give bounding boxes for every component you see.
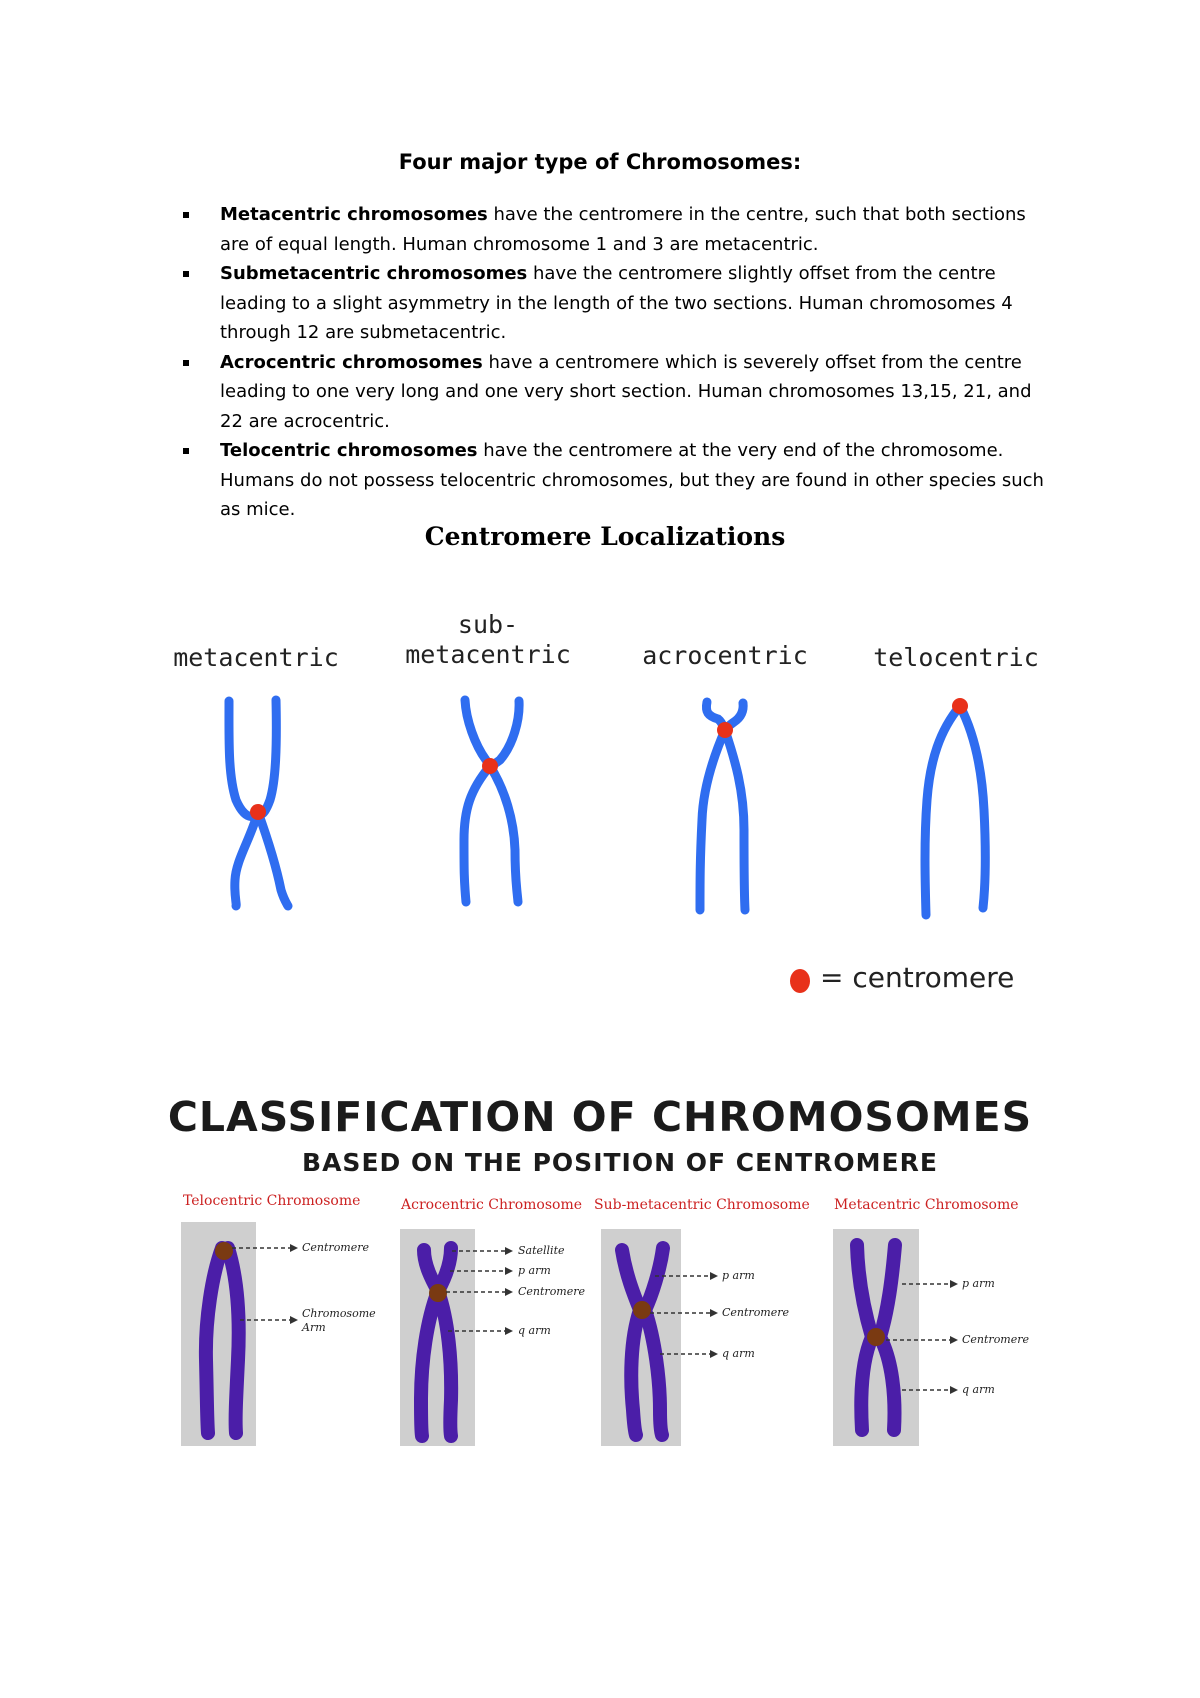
annotation-acrocentric-satellite: Satellite <box>518 1244 565 1257</box>
annotation-acrocentric-q-arm: q arm <box>518 1324 551 1337</box>
photo-telocentric-centromere <box>215 1242 233 1260</box>
annotation-telocentric-arm-line1: Chromosome <box>302 1307 376 1320</box>
annotation-submetacentric-q-arm: q arm <box>722 1347 755 1360</box>
photo-acrocentric-centromere <box>429 1284 447 1302</box>
annotation-metacentric-p-arm: p arm <box>962 1277 995 1290</box>
photo-telocentric-chromosome <box>206 1248 239 1433</box>
annotation-metacentric-q-arm: q arm <box>962 1383 995 1396</box>
photo-submetacentric-centromere <box>633 1301 651 1319</box>
annotation-metacentric-centromere: Centromere <box>962 1333 1029 1346</box>
annotation-acrocentric-p-arm: p arm <box>518 1264 551 1277</box>
annotation-acrocentric-centromere: Centromere <box>518 1285 585 1298</box>
photo-acrocentric-chromosome <box>421 1248 451 1436</box>
annotation-telocentric-centromere: Centromere <box>302 1241 369 1254</box>
annotation-submetacentric-centromere: Centromere <box>722 1306 789 1319</box>
photo-metacentric-centromere <box>867 1328 885 1346</box>
annotation-submetacentric-p-arm: p arm <box>722 1269 755 1282</box>
annotation-telocentric-arm-line2: Arm <box>302 1321 326 1334</box>
